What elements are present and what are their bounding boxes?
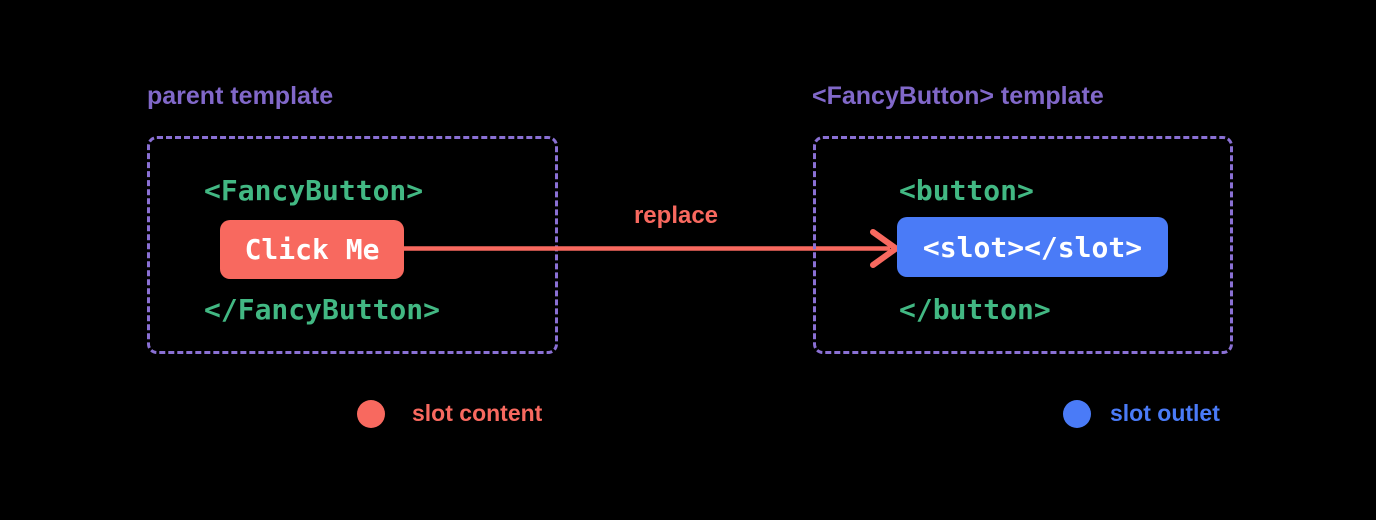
button-open-tag: <button> (899, 174, 1034, 207)
slot-content-dot (357, 400, 385, 428)
slot-outlet-dot (1063, 400, 1091, 428)
parent-template-title: parent template (147, 82, 334, 110)
slot-outlet-box: <slot></slot> (897, 217, 1168, 277)
parent-template-box (147, 136, 558, 354)
fancybutton-close-tag: </FancyButton> (204, 293, 441, 326)
fancybutton-template-title: <FancyButton> template (812, 82, 1104, 110)
button-close-tag: </button> (899, 293, 1051, 326)
click-me-button: Click Me (220, 220, 404, 279)
replace-label: replace (633, 202, 719, 229)
slot-content-label: slot content (412, 400, 543, 426)
fancybutton-template-box (813, 136, 1233, 354)
slot-outlet-label: slot outlet (1110, 400, 1220, 426)
fancybutton-open-tag: <FancyButton> (204, 174, 424, 207)
